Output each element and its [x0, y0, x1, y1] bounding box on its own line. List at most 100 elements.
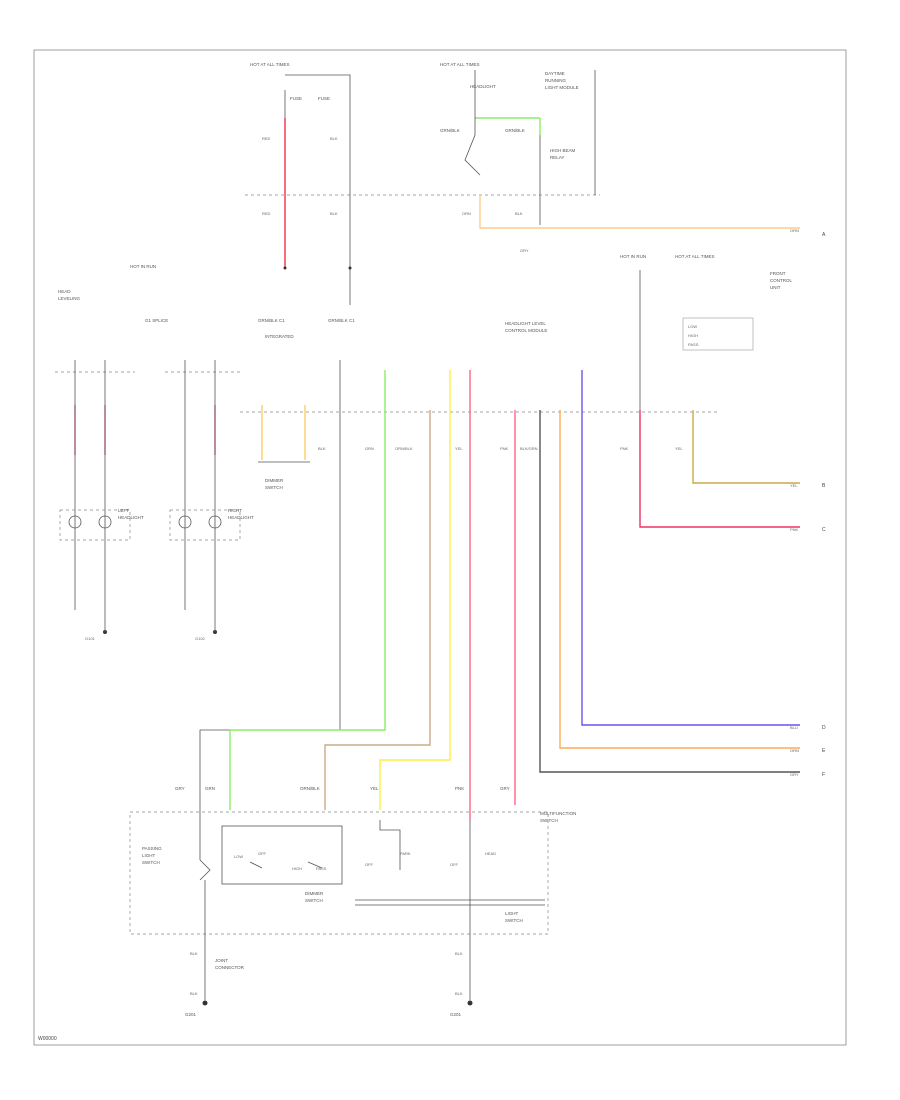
switch-contact — [249, 861, 263, 869]
fuse-label: HOT IN RUN — [130, 264, 156, 269]
fuse-label: FRONT — [770, 271, 786, 276]
wire-tag: ORN/BLK — [395, 446, 413, 451]
connector-label: INTEGRATED — [265, 334, 294, 339]
wire-tag: BLK — [515, 211, 523, 216]
connector-label: ORN/BLK — [300, 786, 320, 791]
connector-label: GRY — [175, 786, 185, 791]
component-label: LEFT — [118, 508, 129, 513]
wire-tag: PNK — [500, 446, 509, 451]
right-label: D — [822, 725, 826, 731]
connector-label: GRN/BLK — [440, 128, 460, 133]
ground-point — [467, 1000, 473, 1006]
switch-pos: OFF — [450, 862, 459, 867]
switch-contact — [199, 859, 211, 881]
wire-tag: RED — [262, 136, 271, 141]
wire-tag: ORN — [462, 211, 471, 216]
wire-tag: PNK — [620, 446, 629, 451]
connector-label: GRN/BLK — [505, 128, 525, 133]
component-label: LIGHT — [505, 911, 519, 916]
wire-tag: BLK — [330, 136, 338, 141]
fuse-label: UNIT — [770, 285, 781, 290]
right-label: A — [822, 232, 826, 238]
gold-wire — [692, 410, 800, 484]
wire-tag: YEL — [790, 483, 798, 488]
orange-wire — [559, 410, 800, 749]
fuse-label: HOT AT ALL TIMES — [250, 62, 290, 67]
ground-point — [202, 1000, 208, 1006]
switch-contact — [307, 861, 323, 869]
gray-wire — [539, 410, 800, 773]
diagram-border — [33, 49, 847, 1046]
ground-label: G102 — [195, 636, 206, 641]
switch-pos: HEAD — [485, 851, 496, 856]
splice-dot — [348, 266, 352, 270]
yellow-wire — [379, 370, 451, 810]
ground-label: G201 — [450, 1012, 462, 1017]
connector-label: GRN — [205, 786, 215, 791]
relay-label: DAYTIME — [545, 71, 565, 76]
component-label: HEADLIGHT — [118, 515, 144, 520]
connector-label: GRY — [500, 786, 510, 791]
component-label: RIGHT — [228, 508, 242, 513]
relay-label: RELAY — [550, 155, 564, 160]
relay-label: LIGHT MODULE — [545, 85, 579, 90]
wire-tag: BLK — [318, 446, 326, 451]
switch-pos: OFF — [258, 851, 267, 856]
fuse-label: HEAD — [58, 289, 71, 294]
green-wire — [229, 370, 386, 810]
tan-wire — [324, 410, 431, 810]
ground-label: JOINT — [215, 958, 228, 963]
wire-tag: BLK/GRN — [520, 446, 538, 451]
component-label: DIMMER — [305, 891, 324, 896]
switch-pos: PARK — [400, 851, 411, 856]
connector-label: GRN/BLK C1 — [328, 318, 355, 323]
wire-tag: ORN — [790, 748, 799, 753]
legend-text: HIGH — [688, 333, 698, 338]
blue-wire — [581, 370, 800, 726]
fuse-label: CONTROL — [770, 278, 792, 283]
fuse-label: G1 SPLICE — [145, 318, 168, 323]
switch-contact — [379, 820, 401, 870]
component-label: PASSING — [142, 846, 162, 851]
component-label: DIMMER — [265, 478, 284, 483]
wire-tag: GRN — [365, 446, 374, 451]
left-high-beam — [98, 515, 112, 529]
component-label: MULTIFUNCTION — [540, 811, 576, 816]
wire-tag: PNK — [790, 527, 799, 532]
component-label: HEADLIGHT — [228, 515, 254, 520]
left-low-beam — [68, 515, 82, 529]
ground-label: G201 — [185, 1012, 197, 1017]
fuse-label: HOT AT ALL TIMES — [675, 254, 715, 259]
switch-pos: PASS — [316, 866, 327, 871]
pink-wire-c — [639, 410, 800, 528]
connector-label: GRN/BLK C1 — [258, 318, 285, 323]
legend-box — [682, 317, 754, 351]
wire-tag: YEL — [455, 446, 463, 451]
diagram-code: W00000 — [38, 1036, 57, 1042]
fuse-label: FUSE — [318, 96, 330, 101]
right-label: B — [822, 483, 826, 489]
module-label: HEADLIGHT LEVEL — [505, 321, 546, 326]
wire-tag: BLU — [790, 725, 798, 730]
component-label: SWITCH — [305, 898, 323, 903]
wire-tag: GRY — [520, 248, 529, 253]
switch-pos: HIGH — [292, 866, 302, 871]
light-orange-wire — [479, 195, 800, 229]
combination-switch-box — [129, 811, 549, 935]
fuse-label: HOT IN RUN — [620, 254, 646, 259]
wire-tag: YEL — [675, 446, 683, 451]
ground-label: BLK — [190, 991, 198, 996]
ground-label: CONNECTOR — [215, 965, 245, 970]
wire-tag: GRY — [790, 772, 799, 777]
module-label: CONTROL MODULE — [505, 328, 547, 333]
switch-pos: OFF — [365, 862, 374, 867]
wire-tag: BLK — [330, 211, 338, 216]
right-label: E — [822, 748, 826, 754]
wire-tag: ORN — [790, 228, 799, 233]
black-wire — [199, 360, 341, 860]
left-headlight-housing — [59, 509, 131, 541]
right-label: C — [822, 527, 826, 533]
ground-label: BLK — [455, 951, 463, 956]
relay-line — [464, 70, 481, 176]
